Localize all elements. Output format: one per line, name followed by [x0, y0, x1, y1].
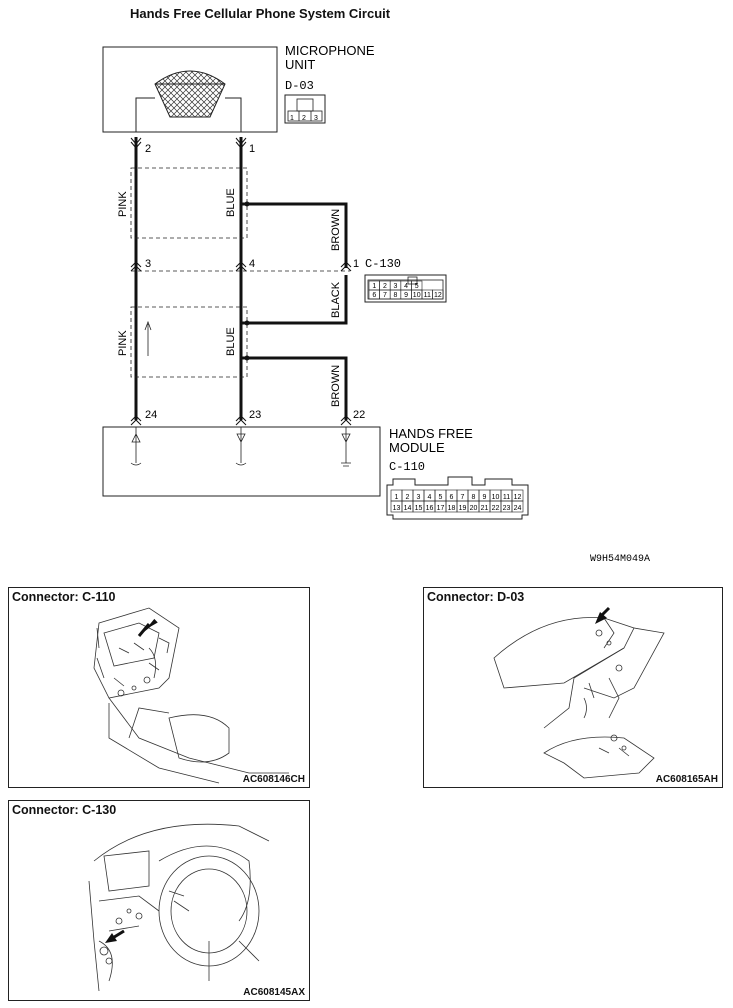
- connector-d03-icon: 1 2 3: [284, 94, 326, 124]
- pin-label: 8: [472, 494, 476, 501]
- pin-number: 4: [249, 258, 255, 270]
- panel-figure-code: AC608165AH: [655, 774, 718, 785]
- pin-label: 12: [434, 292, 442, 299]
- microphone-label: MICROPHONE: [285, 43, 375, 58]
- panel-figure-code: AC608145AX: [243, 987, 305, 998]
- pin-label: 1: [372, 283, 376, 290]
- microphone-icon: [154, 70, 226, 118]
- black-wire: [241, 275, 348, 325]
- circuit-diagram: MICROPHONE UNIT D-03 1 2 3 2 1 3 4 1 C-1…: [102, 43, 650, 565]
- panel-figure-code: AC608146CH: [242, 774, 305, 785]
- pin-label: 3: [394, 283, 398, 290]
- pin-number: 24: [145, 409, 157, 421]
- pin-label: 20: [470, 505, 478, 512]
- pin-label: 4: [404, 283, 408, 290]
- dashboard-console-illustration: [93, 607, 289, 784]
- brown-wire-lower: [241, 356, 348, 420]
- pin-label: 2: [302, 115, 306, 122]
- pin-label: 7: [383, 292, 387, 299]
- wire-color-label: BLACK: [330, 281, 342, 318]
- panel-title: Connector: C-110: [12, 590, 116, 604]
- pin-number: 3: [145, 258, 151, 270]
- arrow-icon: [105, 933, 117, 943]
- arrow-icon: [595, 612, 607, 624]
- wire-color-label: PINK: [117, 191, 129, 217]
- pin-label: 4: [428, 494, 432, 501]
- pin-cell: [432, 289, 444, 300]
- connector-c110-label: C-110: [389, 460, 425, 474]
- pin-label: 14: [404, 505, 412, 512]
- pin-label: 17: [437, 505, 445, 512]
- pin-label: 23: [503, 505, 511, 512]
- page-title: Hands Free Cellular Phone System Circuit: [130, 6, 391, 21]
- pin-label: 10: [492, 494, 500, 501]
- module-label-2: MODULE: [389, 440, 445, 455]
- module-label: HANDS FREE: [389, 426, 473, 441]
- pin-label: 3: [314, 115, 318, 122]
- pin-label: 5: [415, 283, 419, 290]
- pin-number: 23: [249, 409, 261, 421]
- pin-label: 1: [395, 494, 399, 501]
- wire-color-label: BLUE: [225, 327, 237, 356]
- pin-label: 19: [459, 505, 467, 512]
- pin-label: 11: [503, 494, 510, 501]
- pin-number: 22: [353, 409, 365, 421]
- pin-label: 6: [372, 292, 376, 299]
- pin-label: 9: [483, 494, 487, 501]
- microphone-unit-box: [102, 46, 278, 133]
- connector-c130-photo-panel: Connector: C-130 AC608145AX: [8, 800, 310, 1001]
- connector-c110-photo-panel: Connector: C-110 AC608146CH: [8, 587, 310, 788]
- pin-cell: [511, 500, 524, 513]
- connector-d03-photo-panel: Connector: D-03 AC608165AH: [423, 587, 723, 788]
- pin-label: 3: [417, 494, 421, 501]
- pin-label: 11: [424, 292, 431, 299]
- pin-number: 1: [249, 143, 255, 155]
- pin-label: 12: [514, 494, 522, 501]
- pin-label: 1: [290, 115, 294, 122]
- pin-label: 13: [393, 505, 401, 512]
- pin-label: 18: [448, 505, 456, 512]
- connector-c110-icon: [386, 476, 529, 520]
- microphone-label-2: UNIT: [285, 57, 315, 72]
- pin-label: 15: [415, 505, 423, 512]
- panel-title: Connector: D-03: [427, 590, 525, 604]
- pin-label: 16: [426, 505, 434, 512]
- pin-label: 10: [413, 292, 421, 299]
- shield-box-lower: [130, 306, 248, 378]
- wire-color-label: BLUE: [225, 188, 237, 217]
- wire-color-label: PINK: [117, 330, 129, 356]
- connector-d03-label: D-03: [285, 79, 314, 93]
- arrow-icon: [142, 618, 158, 634]
- pin-label: 6: [450, 494, 454, 501]
- instrument-panel-illustration: [88, 823, 270, 992]
- connector-c130-label: C-130: [365, 257, 401, 271]
- pin-label: 9: [404, 292, 408, 299]
- pin-label: 2: [406, 494, 410, 501]
- pin-label: 8: [394, 292, 398, 299]
- pin-label: 21: [481, 505, 489, 512]
- shield-box-upper: [130, 167, 248, 239]
- pin-label: 5: [439, 494, 443, 501]
- figure-code: W9H54M049A: [590, 554, 650, 565]
- brown-wire-upper: [241, 202, 348, 268]
- pin-label: 2: [383, 283, 387, 290]
- pin-number: 2: [145, 143, 151, 155]
- panel-title: Connector: C-130: [12, 803, 117, 817]
- wire-color-label: BROWN: [330, 209, 342, 251]
- hands-free-module-box: [102, 426, 381, 497]
- pin-label: 22: [492, 505, 500, 512]
- pin-number: 1: [353, 258, 359, 270]
- overhead-console-illustration: [493, 606, 665, 779]
- pin-label: 24: [514, 505, 522, 512]
- pin-label: 7: [461, 494, 465, 501]
- signal-arrow-icon: [144, 320, 152, 356]
- wire-color-label: BROWN: [330, 365, 342, 407]
